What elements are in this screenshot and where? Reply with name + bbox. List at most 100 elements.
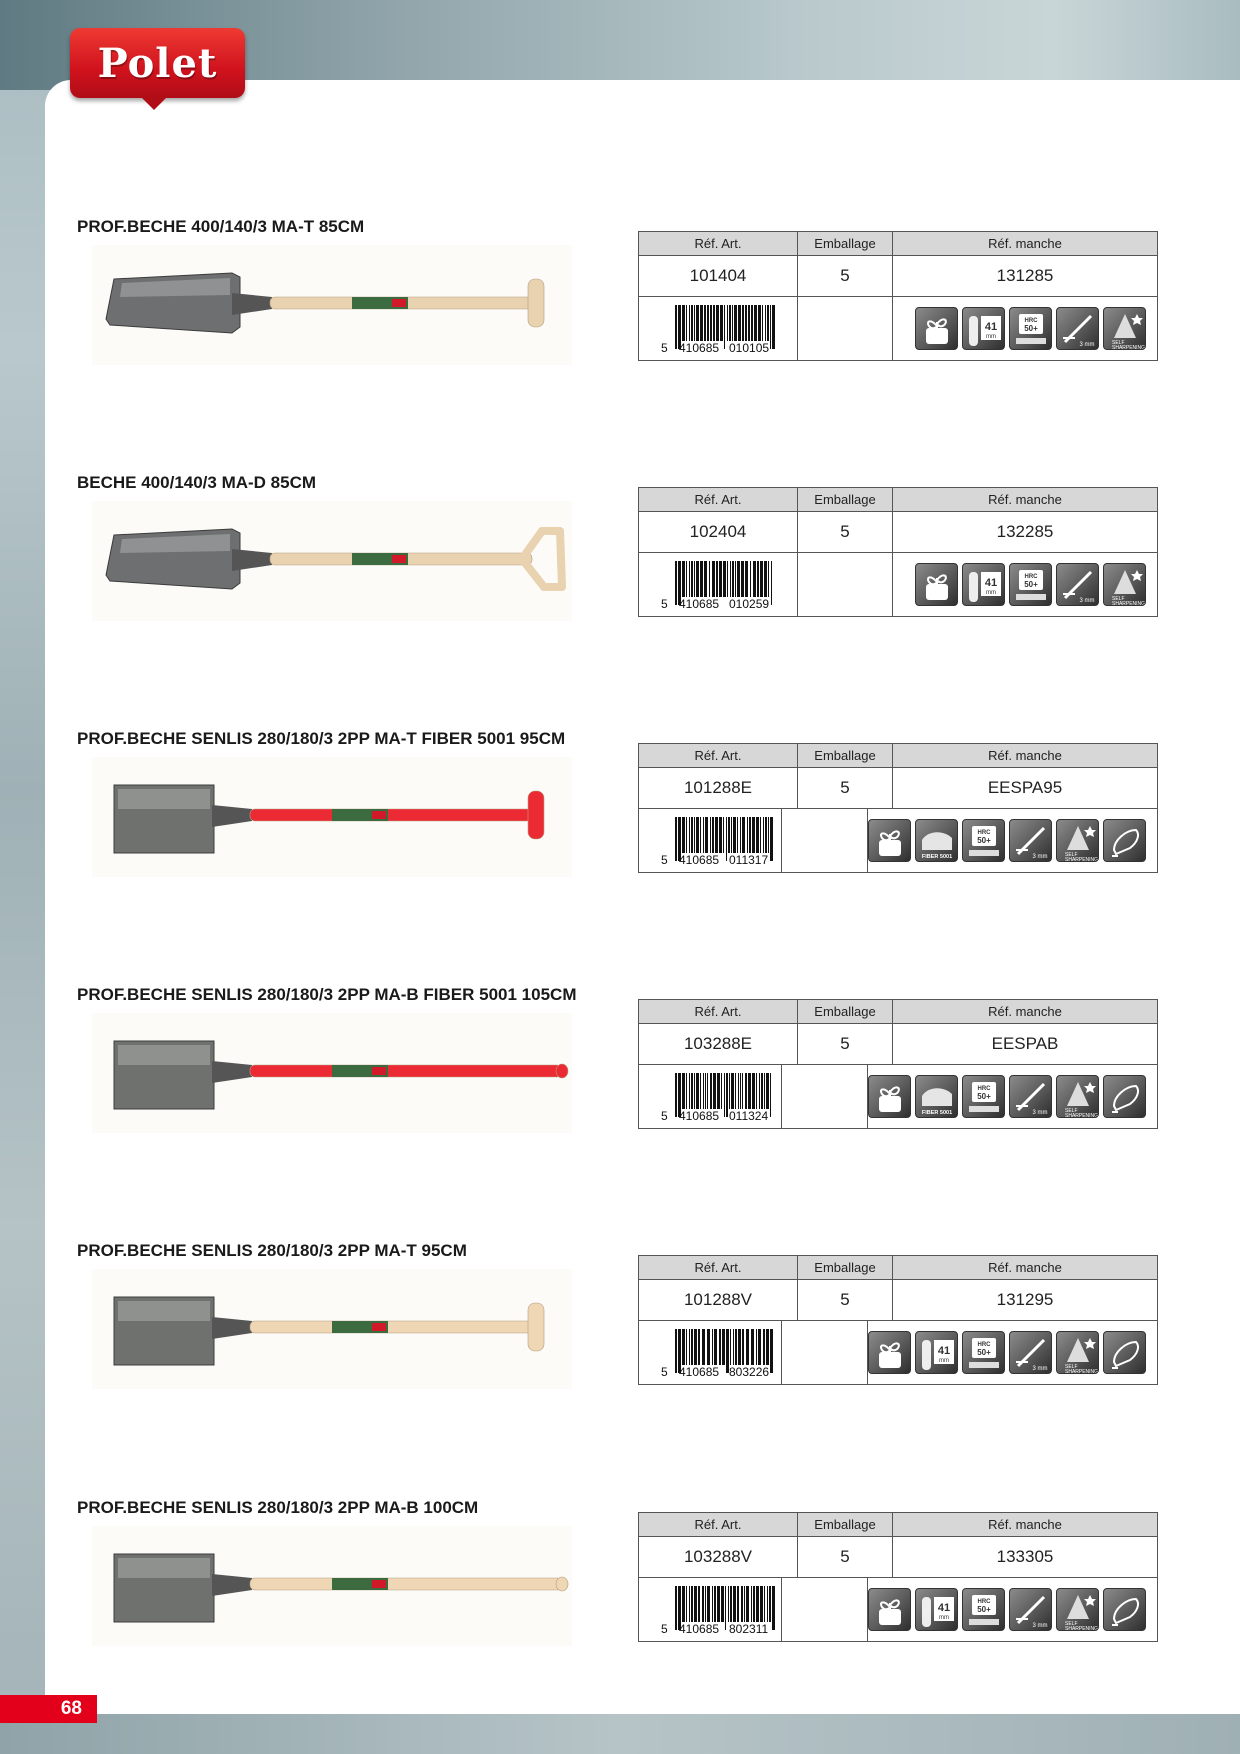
barcode-right-digits: 010259 bbox=[729, 597, 770, 611]
svg-text:HRC: HRC bbox=[978, 830, 992, 836]
svg-text:3 mm: 3 mm bbox=[1080, 342, 1095, 348]
product-photo-svg bbox=[113, 1040, 569, 1110]
ref-art-value: 101404 bbox=[639, 256, 798, 296]
sprout-icon bbox=[868, 1331, 911, 1374]
product-block: PROF.BECHE SENLIS 280/180/3 2PP MA-B 100… bbox=[0, 1498, 1240, 1678]
svg-text:SELF: SELF bbox=[1065, 852, 1078, 858]
ref-art-value: 103288E bbox=[639, 1024, 798, 1064]
svg-text:50+: 50+ bbox=[977, 1092, 991, 1101]
step-foot-icon bbox=[1103, 1075, 1146, 1118]
header-ref-manche: Réf. manche bbox=[988, 236, 1062, 251]
barcode-left-digits: 410685 bbox=[679, 341, 720, 355]
ref-art-value: 101288V bbox=[639, 1280, 798, 1320]
product-block: PROF.BECHE SENLIS 280/180/3 2PP MA-T FIB… bbox=[0, 729, 1240, 909]
blade-3mm-icon-glyph: 3 mm bbox=[1063, 570, 1095, 604]
fiber-5001-icon: FIBER 5001 bbox=[915, 1075, 958, 1118]
ref-manche-value: 132285 bbox=[996, 522, 1054, 541]
product-photo bbox=[92, 1269, 572, 1389]
brand-logo: Polet bbox=[70, 28, 245, 110]
sprout-icon bbox=[915, 307, 958, 350]
svg-text:HRC: HRC bbox=[978, 1342, 992, 1348]
ref-manche-value: EESPAB bbox=[991, 1034, 1059, 1053]
svg-text:mm: mm bbox=[939, 1358, 949, 1364]
svg-text:3 mm: 3 mm bbox=[1033, 854, 1048, 860]
ref-art-value: 103288V bbox=[639, 1537, 798, 1577]
blade-3mm-icon-glyph: 3 mm bbox=[1016, 1082, 1048, 1116]
step-foot-icon bbox=[1103, 1588, 1146, 1631]
product-photo-svg bbox=[113, 1553, 569, 1623]
barcode-first-digit: 5 bbox=[661, 341, 668, 355]
header-ref-manche: Réf. manche bbox=[988, 748, 1062, 763]
sprout-icon bbox=[915, 563, 958, 606]
barcode-left-digits: 410685 bbox=[679, 597, 720, 611]
header-ref-art: Réf. Art. bbox=[639, 232, 798, 255]
header-emballage: Emballage bbox=[798, 232, 893, 255]
product-title: PROF.BECHE SENLIS 280/180/3 2PP MA-B FIB… bbox=[77, 985, 577, 1004]
product-photo bbox=[92, 501, 572, 621]
product-title: BECHE 400/140/3 MA-D 85CM bbox=[77, 473, 317, 492]
step-foot-icon-glyph bbox=[1112, 1084, 1139, 1113]
sprout-icon-glyph bbox=[879, 830, 901, 856]
emballage-value: 5 bbox=[798, 1024, 893, 1064]
sprout-icon-glyph bbox=[879, 1342, 901, 1368]
svg-text:41: 41 bbox=[985, 321, 997, 333]
sprout-icon-glyph bbox=[926, 318, 948, 344]
sprout-icon-glyph bbox=[879, 1086, 901, 1112]
svg-text:SELF: SELF bbox=[1065, 1621, 1078, 1627]
barcode-right-digits: 010105 bbox=[729, 341, 770, 355]
step-foot-icon bbox=[1103, 819, 1146, 862]
svg-text:SHARPENING: SHARPENING bbox=[1065, 1626, 1098, 1631]
svg-text:SHARPENING: SHARPENING bbox=[1112, 345, 1145, 350]
svg-text:3 mm: 3 mm bbox=[1033, 1623, 1048, 1629]
product-block: PROF.BECHE SENLIS 280/180/3 2PP MA-B FIB… bbox=[0, 985, 1240, 1165]
sprout-icon bbox=[868, 1075, 911, 1118]
svg-text:50+: 50+ bbox=[977, 1605, 991, 1614]
header-emballage: Emballage bbox=[798, 1513, 893, 1536]
barcode-right-digits: 802311 bbox=[729, 1622, 769, 1636]
step-foot-icon-glyph bbox=[1112, 828, 1139, 857]
fiber-5001-icon-glyph: FIBER 5001 bbox=[922, 1088, 952, 1116]
svg-text:HRC: HRC bbox=[1025, 574, 1039, 580]
svg-text:SELF: SELF bbox=[1112, 340, 1125, 346]
ref-art-value: 102404 bbox=[639, 512, 798, 552]
